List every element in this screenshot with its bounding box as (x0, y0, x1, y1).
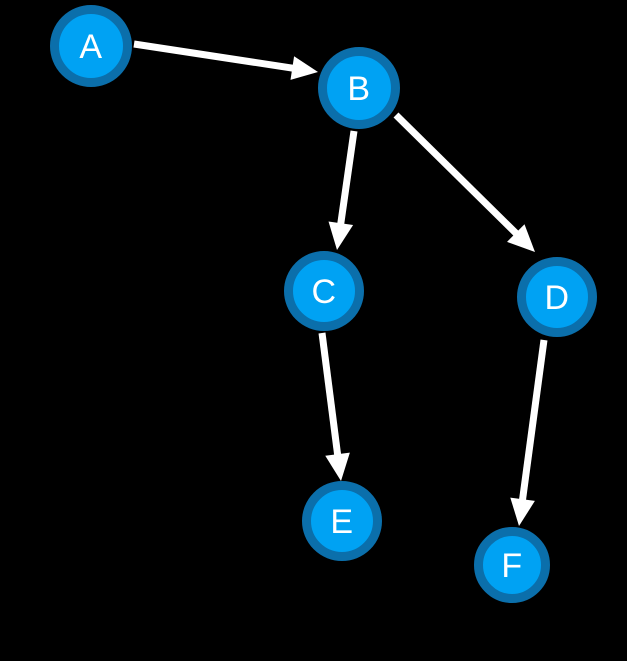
arrow-head-icon (328, 221, 354, 250)
node-fill (54, 9, 128, 83)
graph-node-c[interactable]: C (284, 251, 364, 331)
graph-node-b[interactable]: B (318, 47, 400, 129)
graph-node-a[interactable]: A (50, 5, 132, 87)
graph-edge[interactable] (328, 130, 358, 250)
node-fill (478, 531, 546, 599)
graph-edge[interactable] (318, 332, 350, 481)
node-fill (521, 261, 593, 333)
node-label: F (501, 547, 522, 585)
arrow-head-icon (510, 497, 535, 526)
arrow-head-icon (325, 452, 350, 481)
node-ring (50, 5, 132, 87)
node-ring (517, 257, 597, 337)
node-label: A (79, 28, 102, 66)
node-fill (306, 485, 378, 557)
graph-node-f[interactable]: F (474, 527, 550, 603)
graph-edge[interactable] (393, 112, 535, 252)
arrow-head-icon (507, 224, 535, 252)
graph-edge[interactable] (510, 339, 548, 526)
graph-node-e[interactable]: E (302, 481, 382, 561)
edge-line (318, 332, 342, 458)
node-ring (318, 47, 400, 129)
node-ring (302, 481, 382, 561)
node-ring (474, 527, 550, 603)
edge-line (133, 40, 296, 72)
edge-line (393, 112, 521, 238)
node-label: E (330, 503, 353, 541)
edge-line (336, 130, 358, 227)
node-label: C (311, 273, 336, 311)
node-fill (288, 255, 360, 327)
node-label: D (544, 279, 569, 317)
graph-node-d[interactable]: D (517, 257, 597, 337)
edge-line (518, 339, 548, 503)
nodes-layer: A B C D E F (50, 5, 597, 603)
node-label: B (347, 70, 370, 108)
node-fill (322, 51, 396, 125)
edges-layer (133, 40, 548, 526)
graph-edge[interactable] (133, 40, 318, 80)
arrow-head-icon (290, 56, 318, 80)
node-ring (284, 251, 364, 331)
